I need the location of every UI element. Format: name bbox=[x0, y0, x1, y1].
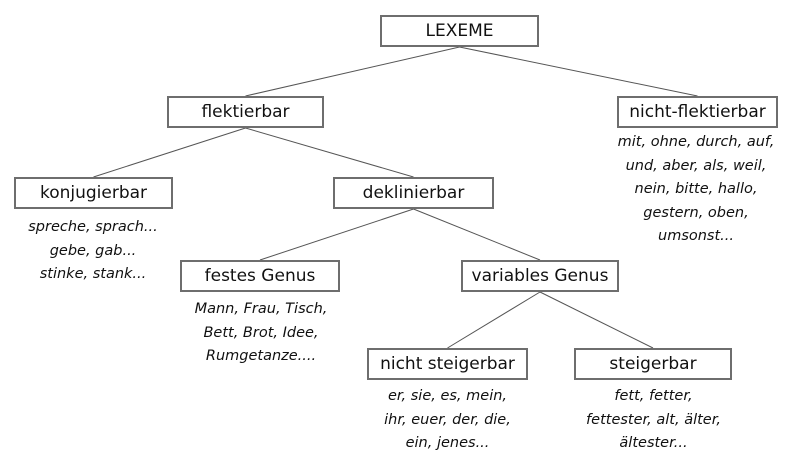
edge-flektierbar-to-deklinierbar bbox=[245, 127, 414, 178]
node-festes-genus: festes Genus bbox=[180, 260, 340, 292]
edge-lexeme-to-nicht_flektierbar bbox=[459, 46, 698, 97]
node-deklinierbar: deklinierbar bbox=[333, 177, 494, 209]
edge-flektierbar-to-konjugierbar bbox=[93, 127, 246, 178]
examples-nicht-flektierbar: mit, ohne, durch, auf, und, aber, als, w… bbox=[601, 131, 791, 249]
edge-lexeme-to-flektierbar bbox=[245, 46, 460, 97]
example-line: gebe, gab... bbox=[49, 242, 137, 259]
examples-nicht-steigerbar: er, sie, es, mein, ihr, euer, der, die, … bbox=[360, 385, 535, 456]
example-line: gestern, oben, bbox=[643, 204, 749, 221]
example-line: mit, ohne, durch, auf, bbox=[617, 134, 775, 150]
node-steigerbar: steigerbar bbox=[574, 348, 732, 380]
node-nicht-flektierbar: nicht-flektierbar bbox=[617, 96, 778, 128]
edge-deklinierbar-to-variables_genus bbox=[413, 208, 541, 261]
examples-steigerbar: fett, fetter, fettester, alt, älter, ält… bbox=[566, 385, 741, 456]
example-line: spreche, sprach... bbox=[28, 219, 158, 235]
example-line: stinke, stank... bbox=[39, 266, 147, 282]
example-line: ihr, euer, der, die, bbox=[384, 411, 511, 428]
example-line: Rumgetanze.... bbox=[205, 348, 317, 364]
node-lexeme: LEXEME bbox=[380, 15, 539, 47]
example-line: und, aber, als, weil, bbox=[625, 157, 767, 174]
example-line: umsonst... bbox=[658, 228, 734, 244]
edge-variables_genus-to-steigerbar bbox=[539, 291, 654, 349]
example-line: Bett, Brot, Idee, bbox=[203, 324, 319, 341]
example-line: fett, fetter, bbox=[614, 388, 693, 404]
edge-variables_genus-to-nicht_steigerbar bbox=[447, 291, 541, 349]
node-konjugierbar: konjugierbar bbox=[14, 177, 173, 209]
example-line: ältester... bbox=[619, 435, 688, 451]
examples-festes-genus: Mann, Frau, Tisch, Bett, Brot, Idee, Rum… bbox=[172, 298, 350, 369]
node-variables-genus: variables Genus bbox=[461, 260, 619, 292]
node-nicht-steigerbar: nicht steigerbar bbox=[367, 348, 528, 380]
edge-deklinierbar-to-festes_genus bbox=[259, 208, 414, 261]
example-line: er, sie, es, mein, bbox=[387, 388, 508, 404]
example-line: Mann, Frau, Tisch, bbox=[194, 301, 328, 317]
node-flektierbar: flektierbar bbox=[167, 96, 324, 128]
examples-konjugierbar: spreche, sprach... gebe, gab... stinke, … bbox=[8, 216, 178, 287]
example-line: fettester, alt, älter, bbox=[586, 411, 721, 428]
example-line: nein, bitte, hallo, bbox=[634, 181, 758, 197]
example-line: ein, jenes... bbox=[405, 435, 490, 451]
